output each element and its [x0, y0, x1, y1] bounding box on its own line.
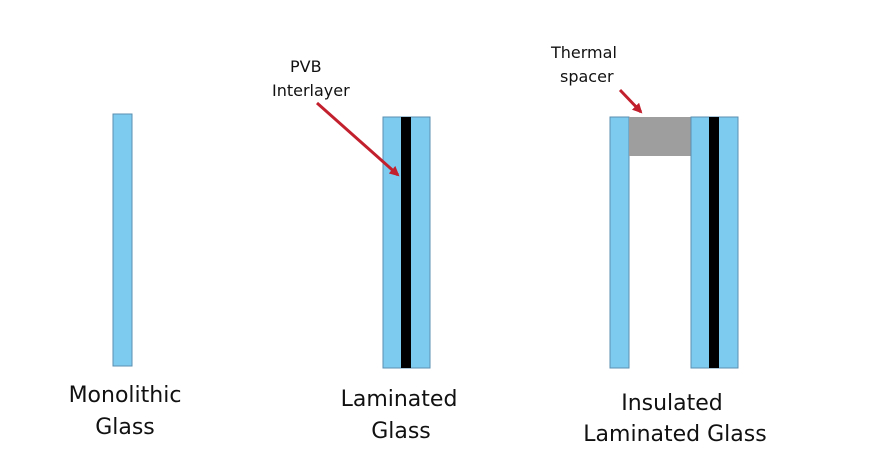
laminated-glass-diagram: PVB Interlayer Laminated Glass [272, 57, 457, 444]
laminated-caption-line2: Glass [371, 419, 431, 444]
insulated-caption-line2: Laminated Glass [583, 422, 766, 447]
monolithic-caption-line2: Glass [95, 415, 155, 440]
insulated-laminated-glass-diagram: Thermal spacer Insulated Laminated Glass [550, 43, 767, 447]
spacer-callout-line2: spacer [560, 67, 614, 86]
thermal-spacer [629, 117, 691, 156]
monolithic-glass-pane [112, 113, 133, 367]
spacer-callout-line1: Thermal [550, 43, 617, 62]
monolithic-caption-line1: Monolithic [69, 383, 182, 408]
pvb-callout-line1: PVB [290, 57, 322, 76]
pvb-interlayer-arrow [316, 101, 400, 177]
insulated-caption-line1: Insulated [621, 391, 723, 416]
insulated-left-pane [609, 116, 630, 369]
monolithic-glass-diagram: Monolithic Glass [69, 113, 182, 440]
pvb-interlayer [401, 117, 411, 368]
laminated-caption-line1: Laminated [341, 387, 458, 412]
pvb-callout-line2: Interlayer [272, 81, 350, 100]
thermal-spacer-arrow [618, 88, 643, 114]
insulated-pvb-interlayer [709, 117, 719, 368]
